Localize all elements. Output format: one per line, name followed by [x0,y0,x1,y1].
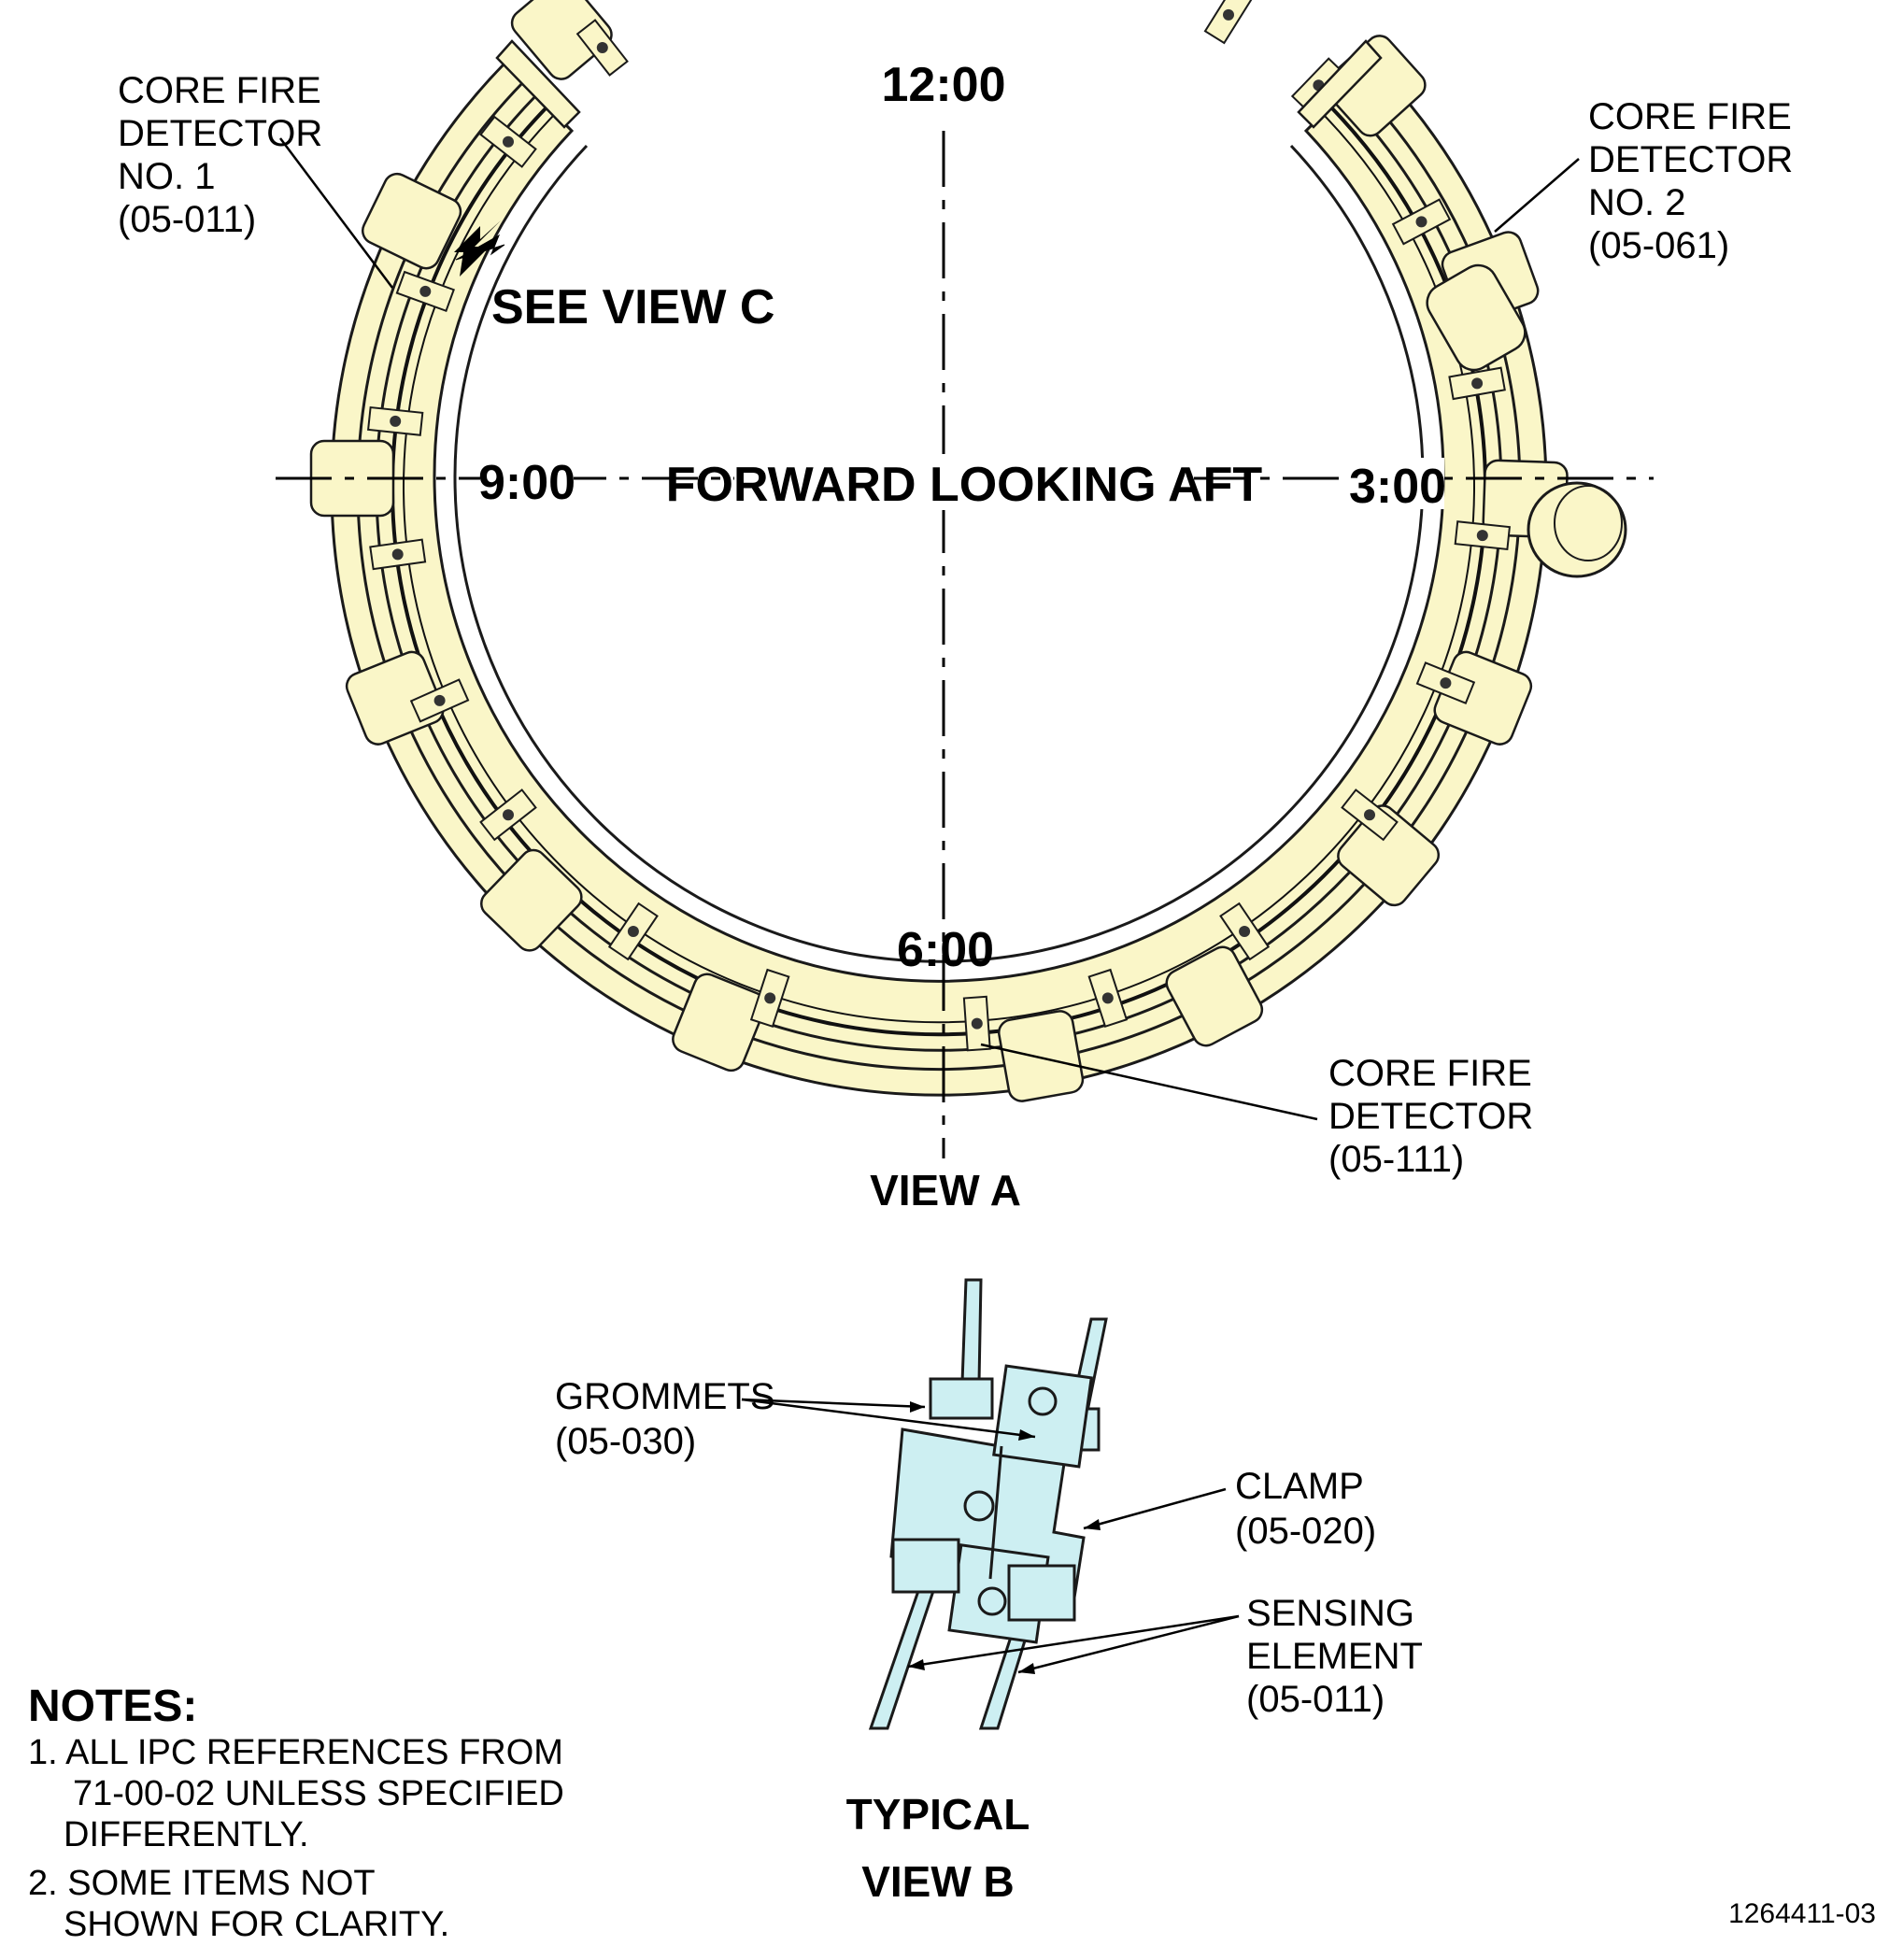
notes-heading: NOTES: [28,1682,197,1731]
ring-clamp-bolt [1223,8,1234,21]
ring-clamp-bolt [1101,992,1114,1004]
figure-number: 1264411-03 [1728,1898,1876,1929]
note-1-line-2: 71-00-02 UNLESS SPECIFIED [73,1774,564,1813]
note-2-line-1: 2. SOME ITEMS NOT [28,1864,376,1903]
clock-12-label: 12:00 [882,58,1006,112]
ring-mounting-block [480,848,583,952]
ring-clamp-bolt [391,548,404,561]
callout-line: (05-011) [118,199,256,240]
ring-clamp-bolt [764,992,776,1004]
view-a-title: VIEW A [870,1166,1021,1214]
callout-line: ELEMENT [1246,1636,1423,1677]
ring-clamp-bolt [1476,530,1488,542]
callout-line: GROMMETS [555,1376,775,1417]
callout-line: (05-020) [1235,1511,1376,1552]
ring-clamp-bolt [1471,377,1484,390]
callout-line: NO. 1 [118,156,215,197]
clock-9-label: 9:00 [478,456,575,510]
see-view-c-arrow-head [455,234,505,261]
callout-line: SENSING [1246,1593,1414,1634]
callout-line: DETECTOR [1328,1096,1533,1137]
callout-core-fire-detector-1: CORE FIRE DETECTOR NO. 1 (05-011) [118,70,393,289]
callout-line: CORE FIRE [118,70,321,111]
callout-line: (05-011) [1246,1679,1385,1720]
clock-3-label: 3:00 [1349,460,1446,514]
view-b-detail [868,1278,1108,1730]
note-1-line-3: DIFFERENTLY. [64,1815,309,1854]
see-view-c-label: SEE VIEW C [491,280,774,334]
ring-component-3oclock [1426,263,1627,578]
callout-line: (05-111) [1328,1139,1464,1180]
ring-clamp-bolt [419,285,432,297]
ring-mounting-block [672,973,767,1072]
ring-mounting-block [361,172,462,270]
callout-line: DETECTOR [1588,139,1793,180]
callout-line: (05-061) [1588,225,1729,266]
callout-core-fire-detector-3: CORE FIRE DETECTOR (05-111) [980,1043,1533,1180]
callout-line: CORE FIRE [1328,1053,1532,1094]
ring-clamp-bolt [627,926,639,937]
clock-6-label: 6:00 [897,923,994,977]
ring-mounting-block [345,650,445,746]
clamp-bolt-top [1028,1386,1058,1416]
callout-sensing-element: SENSING ELEMENT (05-011) [907,1593,1423,1720]
sensing-element-tube-left-lower [868,1586,937,1730]
sensing-element-tube-left [960,1278,983,1385]
ring-clamp-bolt [390,415,402,427]
ring-clamp-bolt [1440,677,1452,689]
notes-block: NOTES: 1. ALL IPC REFERENCES FROM 71-00-… [28,1682,564,1944]
ring-clamps [367,0,1512,1052]
ring-clamp [1203,0,1254,45]
ring-end-cap-right [1297,39,1383,129]
callout-clamp: CLAMP (05-020) [1083,1466,1376,1552]
callout-core-fire-detector-2: CORE FIRE DETECTOR NO. 2 (05-061) [1494,96,1793,266]
ring-end-cap-left [495,39,581,129]
ring-clamp-bolt [503,809,514,821]
ring-mounting-block [998,1010,1085,1102]
ring-clamp-bolt [1239,926,1251,937]
callout-line: CLAMP [1235,1466,1364,1507]
ring-clamp-bolt [596,42,608,53]
clamp-collar-left [891,1538,960,1594]
note-2-line-2: SHOWN FOR CLARITY. [64,1905,449,1944]
ring-clamp-bolt [1415,216,1427,228]
callout-line: DETECTOR [118,113,322,154]
ring-clamp-bolt [433,694,446,706]
callout-line: NO. 2 [1588,182,1685,223]
forward-looking-aft-label: FORWARD LOOKING AFT [666,458,1263,512]
clamp-bolt-center [963,1490,995,1522]
callout-line: (05-030) [555,1421,696,1462]
callout-line: CORE FIRE [1588,96,1792,137]
ring-clamp-bolt [503,135,514,148]
clamp-collar-right [1007,1564,1076,1622]
ring-clamp-bolt [1364,809,1375,821]
ring-inner-arc [453,144,1425,963]
grommet-left [929,1377,994,1420]
view-b-title-line1: TYPICAL [846,1790,1030,1839]
clamp-plate-top [992,1364,1093,1469]
ring-clamp-bolt [971,1017,983,1030]
callout-grommets: GROMMETS (05-030) [555,1376,1036,1462]
ring-mounting-block [1165,945,1264,1047]
sensing-element-arc-2 [403,113,1475,1024]
note-1-line-1: 1. ALL IPC REFERENCES FROM [28,1733,563,1772]
clamp-bolt-bottom [977,1586,1007,1616]
ring-mounting-block [510,0,613,80]
view-b-title-line2: VIEW B [861,1857,1015,1906]
ring-mounting-block [1337,804,1441,907]
